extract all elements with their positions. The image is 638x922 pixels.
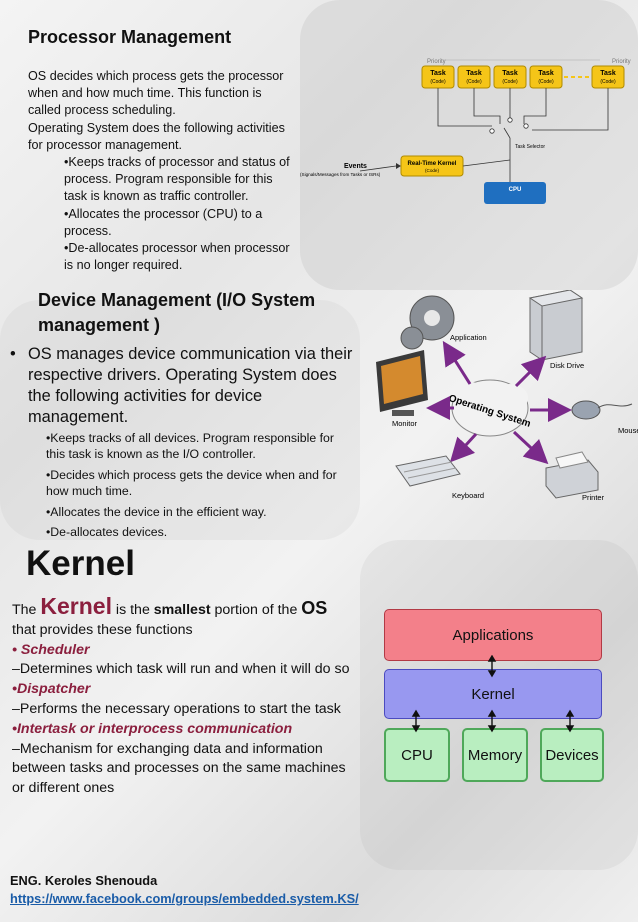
task-scheduling-diagram: Priority Priority Task (Code) Task (Code… [300,59,631,204]
keyboard-icon [395,455,461,487]
monitor-label: Monitor [392,419,418,428]
disk-drive-icon [528,290,584,361]
kernel-intro-pre: The [12,602,41,618]
application-label: Application [450,333,487,342]
task-label: Task [502,70,518,77]
real-time-kernel-box: Real-Time Kernel (Code) [400,155,464,177]
task-box: Task (Code) [421,65,455,89]
operating-system-cloud: Operating System [447,379,532,437]
monitor-icon [376,350,428,416]
kernel-box: Kernel [384,669,602,719]
task-selector-label: Task Selector [515,144,545,150]
kernel-intro-mid: is the [111,602,154,618]
kernel-title: Kernel [26,544,135,583]
rt-kernel-code: (Code) [425,168,440,173]
scheduler-heading: • Scheduler [12,641,90,658]
keyboard-label: Keyboard [452,491,484,500]
list-item: •De-allocates devices. [46,525,168,540]
gears-icon [400,295,455,350]
list-item: •Allocates the processor (CPU) to a proc… [64,206,263,238]
device-activities-list: •Keeps tracks of all devices. Program re… [46,430,356,544]
events-label: Events (Signals/Messages from Tasks or I… [300,163,381,177]
task-box: Task (Code) [493,65,527,89]
os-devices-diagram: Application Disk Drive Monitor Operating… [376,290,638,502]
background-shape [0,300,360,540]
task-box: Task (Code) [529,65,563,89]
task-boxes: Task (Code) Task (Code) Task (Code) Task… [421,65,625,89]
processor-management-title: Processor Management [28,27,232,47]
cpu-box: CPU [384,728,450,782]
printer-label: Printer [582,493,605,502]
priority-right-label: Priority [612,59,631,65]
dispatcher-description: –Performs the necessary operations to st… [12,700,341,717]
events-subtitle: (Signals/Messages from Tasks or ISRs) [300,172,381,177]
disk-drive-label: Disk Drive [550,361,584,370]
kernel-intro: The Kernel is the smallest portion of th… [12,595,362,621]
task-box: Task (Code) [457,65,491,89]
processor-paragraph: OS decides which process gets the proces… [28,69,284,118]
list-item: •Decides which process gets the device w… [46,467,337,499]
facebook-group-link[interactable]: https://www.facebook.com/groups/embedded… [10,891,359,906]
mouse-label: Mouse [618,426,638,435]
task-label: Task [466,70,482,77]
kernel-description: The Kernel is the smallest portion of th… [12,595,362,799]
processor-management-text: OS decides which process gets the proces… [28,68,290,274]
dispatcher-heading: •Dispatcher [12,681,91,698]
rt-kernel-label: Real-Time Kernel [408,161,457,167]
processor-activities-list: •Keeps tracks of processor and status of… [64,154,290,274]
code-label: (Code) [538,79,554,85]
list-item: •Keeps tracks of processor and status of… [64,155,290,204]
cpu-label: CPU [509,187,522,193]
kernel-arrows [411,655,575,733]
processor-paragraph: Operating System does the following acti… [28,120,285,152]
footer: ENG. Keroles Shenouda https://www.facebo… [10,872,359,908]
events-title: Events [344,163,367,170]
bullet-dot: • [10,345,16,363]
devices-box: Devices [540,728,604,782]
device-bullet-text: OS manages device communication via thei… [28,345,353,426]
smallest-keyword: smallest [153,602,211,618]
mouse-icon [571,400,633,420]
priority-left-label: Priority [427,59,446,65]
kernel-intro-line2: that provides these functions [12,621,193,638]
task-label: Task [430,70,446,77]
code-label: (Code) [430,79,446,85]
task-label: Task [538,70,554,77]
task-box: Task (Code) [591,65,625,89]
kernel-keyword: Kernel [40,593,112,619]
scheduler-description: –Determines which task will run and when… [12,661,350,678]
printer-icon [545,451,599,499]
list-item: •Allocates the device in the efficient w… [46,504,267,519]
os-keyword: OS [301,598,328,618]
applications-box: Applications [384,609,602,661]
memory-box: Memory [462,728,528,782]
background-shape [300,0,638,290]
author-name: ENG. Keroles Shenouda [10,873,158,888]
code-label: (Code) [600,79,616,85]
kernel-intro-post: portion of the [210,602,302,618]
list-item: •De-allocates processor when processor i… [64,241,290,273]
list-item: •Keeps tracks of all devices. Program re… [46,431,334,462]
code-label: (Code) [466,79,482,85]
code-label: (Code) [502,79,518,85]
ipc-heading: •Intertask or interprocess communication [12,720,293,737]
device-management-title: Device Management (I/O System management… [38,290,316,335]
task-label: Task [600,70,616,77]
cpu-box: CPU [484,182,546,204]
device-management-bullet: • OS manages device communication via th… [10,344,355,428]
ipc-description: –Mechanism for exchanging data and infor… [12,740,346,797]
